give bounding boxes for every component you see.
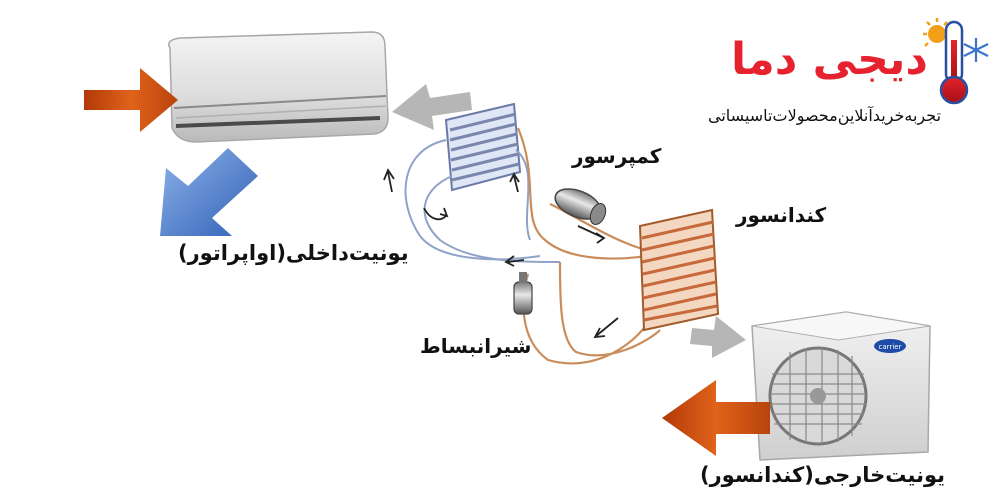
- outdoor-unit-label: یونیت‌خارجی(کندانسور): [700, 463, 946, 487]
- warm-air-in-arrow-icon: [84, 68, 178, 132]
- cool-air-out-arrow-icon: [160, 148, 258, 236]
- carrier-logo-icon: carrier: [874, 339, 906, 353]
- brand-tagline: تجربه‌خریدآنلاین‌محصولات‌تاسیساتی: [708, 106, 942, 125]
- airflow-arrow-icon: [392, 84, 472, 130]
- compressor: [554, 188, 607, 226]
- condenser-coil: [638, 208, 720, 332]
- indoor-unit: [168, 31, 389, 143]
- compressor-label: کمپرسور: [572, 144, 662, 168]
- brand-logo-mark: [923, 18, 989, 105]
- refrigerant-flow-arrow-icon: [383, 168, 619, 339]
- outdoor-unit: carrier: [751, 311, 931, 461]
- warm-air-out-arrow-icon: [662, 380, 770, 456]
- evaporator-coil: [444, 102, 522, 192]
- brand-name: دیجی دما: [731, 34, 928, 85]
- indoor-unit-label: یونیت‌داخلی(اواپراتور): [178, 241, 409, 265]
- expansion-valve: [513, 272, 533, 315]
- condenser-label: کندانسور: [736, 203, 827, 227]
- heat-flow-arrow-icon: [690, 316, 746, 358]
- snowflake-icon: [963, 38, 989, 62]
- sun-icon: [923, 18, 948, 47]
- expansion-valve-label: شیرانبساط: [420, 334, 532, 358]
- thermometer-icon: [939, 20, 969, 105]
- cold-refrigerant-pipes: [404, 139, 561, 263]
- svg-text:carrier: carrier: [879, 343, 902, 351]
